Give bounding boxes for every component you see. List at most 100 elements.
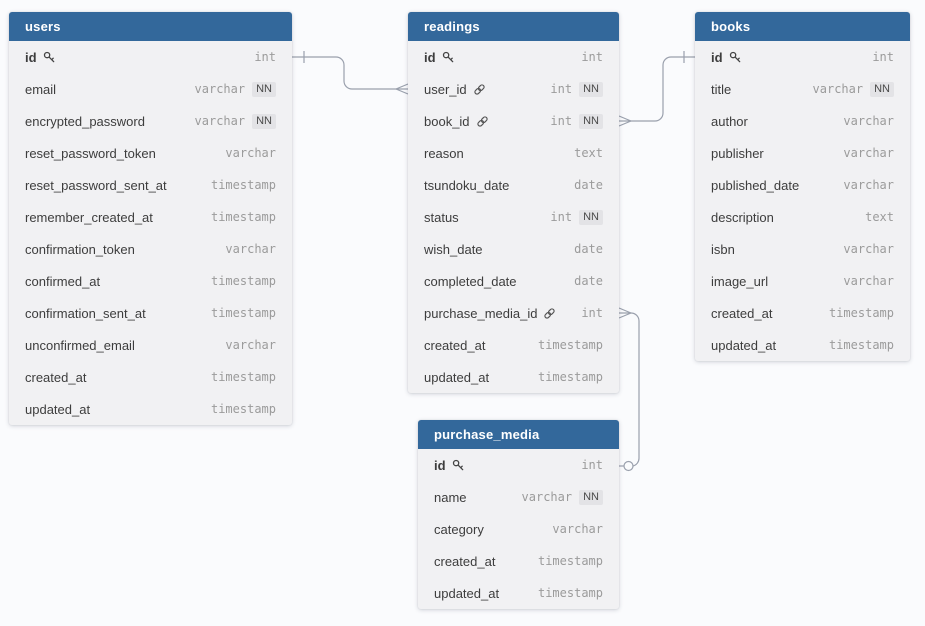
field-row-tsundoku_date: tsundoku_date date	[408, 169, 619, 201]
field-type: text	[865, 210, 894, 224]
crow-foot-marker	[395, 83, 409, 95]
field-type: int	[550, 114, 573, 128]
table-header-readings[interactable]: readings	[408, 12, 619, 41]
field-name: id	[434, 457, 446, 473]
field-row-id: id int	[418, 449, 619, 481]
field-type: timestamp	[537, 586, 603, 600]
not-null-badge: NN	[579, 209, 603, 225]
field-row-encrypted_password: encrypted_password varchar NN	[9, 105, 292, 137]
field-name: reason	[424, 145, 464, 161]
field-name: remember_created_at	[25, 209, 153, 225]
field-name: id	[25, 49, 37, 65]
field-type: varchar	[843, 242, 894, 256]
field-row-updated_at: updated_at timestamp	[418, 577, 619, 609]
key-icon	[729, 51, 742, 64]
field-type: varchar	[521, 490, 573, 504]
relationship-readings-books[interactable]	[618, 51, 695, 127]
field-name: updated_at	[711, 337, 777, 353]
field-name: updated_at	[434, 585, 500, 601]
table-header-books[interactable]: books	[695, 12, 910, 41]
field-name: category	[434, 521, 484, 537]
field-name: created_at	[424, 337, 486, 353]
field-type: varchar	[843, 146, 894, 160]
cardinality-zero-marker	[623, 460, 634, 472]
relationship-users-readings[interactable]	[292, 51, 409, 95]
field-type: varchar	[812, 82, 864, 96]
field-row-unconfirmed_email: unconfirmed_email varchar	[9, 329, 292, 361]
not-null-badge: NN	[579, 81, 603, 97]
field-name: created_at	[25, 369, 87, 385]
field-type: varchar	[843, 178, 894, 192]
field-name: author	[711, 113, 748, 129]
field-type: timestamp	[210, 370, 276, 384]
field-name: published_date	[711, 177, 800, 193]
table-header-users[interactable]: users	[9, 12, 292, 41]
link-icon	[473, 83, 486, 96]
not-null-badge: NN	[252, 113, 276, 129]
field-name: publisher	[711, 145, 764, 161]
field-row-created_at: created_at timestamp	[9, 361, 292, 393]
field-type: timestamp	[210, 274, 276, 288]
field-row-updated_at: updated_at timestamp	[695, 329, 910, 361]
field-name: encrypted_password	[25, 113, 145, 129]
field-name: created_at	[711, 305, 773, 321]
field-type: int	[581, 306, 603, 320]
field-row-isbn: isbn varchar	[695, 233, 910, 265]
field-name: updated_at	[25, 401, 91, 417]
field-type: int	[581, 458, 603, 472]
field-type: timestamp	[537, 338, 603, 352]
field-type: date	[574, 178, 603, 192]
field-type: int	[581, 50, 603, 64]
field-type: timestamp	[210, 402, 276, 416]
not-null-badge: NN	[252, 81, 276, 97]
field-type: date	[574, 274, 603, 288]
table-title: users	[25, 19, 61, 34]
field-name: reset_password_sent_at	[25, 177, 167, 193]
not-null-badge: NN	[870, 81, 894, 97]
field-type: varchar	[225, 338, 276, 352]
field-type: timestamp	[537, 554, 603, 568]
field-name: unconfirmed_email	[25, 337, 135, 353]
table-header-purchase-media[interactable]: purchase_media	[418, 420, 619, 449]
field-row-created_at: created_at timestamp	[695, 297, 910, 329]
field-type: timestamp	[537, 370, 603, 384]
field-name: id	[424, 49, 436, 65]
field-name: tsundoku_date	[424, 177, 510, 193]
relationship-readings-purchase-media[interactable]	[618, 307, 640, 472]
field-name: isbn	[711, 241, 735, 257]
field-type: varchar	[194, 114, 246, 128]
field-type: timestamp	[828, 306, 894, 320]
field-name: name	[434, 489, 467, 505]
field-type: timestamp	[828, 338, 894, 352]
field-name: user_id	[424, 81, 467, 97]
crow-foot-marker	[618, 307, 632, 319]
field-row-created_at: created_at timestamp	[408, 329, 619, 361]
crow-foot-marker	[618, 115, 632, 127]
key-icon	[442, 51, 455, 64]
field-type: varchar	[843, 274, 894, 288]
field-name: confirmation_sent_at	[25, 305, 146, 321]
